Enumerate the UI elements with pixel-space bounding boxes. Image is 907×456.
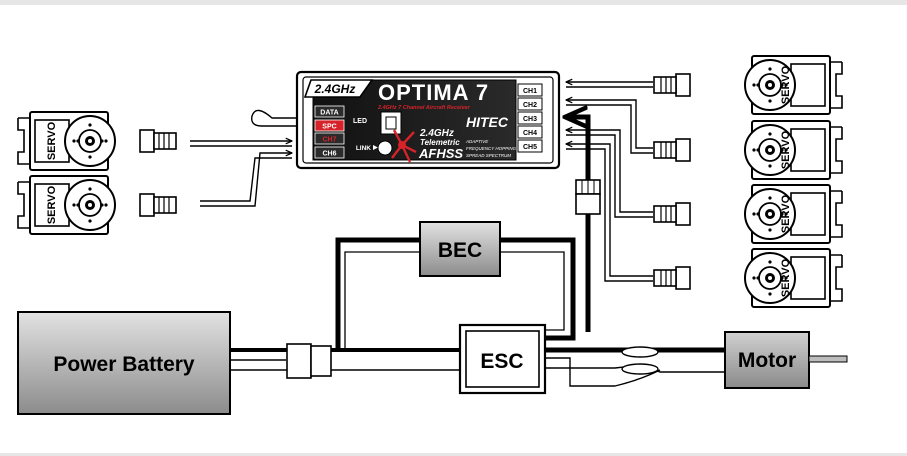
port-ch5: CH5 xyxy=(523,144,537,151)
port-ch4: CH4 xyxy=(523,130,537,137)
bottom-rule xyxy=(0,453,907,456)
link-button xyxy=(377,140,393,156)
port-spc: SPC xyxy=(322,124,336,131)
battery-plug xyxy=(286,343,332,379)
port-ch1: CH1 xyxy=(523,88,537,95)
afhss-sub-spread: SPREAD SPECTRUM xyxy=(466,153,511,158)
channel-ports: CH1 CH2 CH3 CH4 CH5 xyxy=(517,83,543,153)
bec-box: BEC xyxy=(419,221,501,277)
afhss-logo xyxy=(391,129,417,163)
servo-left-2: SERVO xyxy=(17,175,177,235)
servo-right-2: SERVO xyxy=(653,120,843,180)
port-ch2: CH2 xyxy=(523,102,537,109)
servo-right-4: SERVO xyxy=(653,248,843,308)
esc-lead-plug xyxy=(575,179,601,215)
motor-bullet-connectors xyxy=(621,346,659,375)
port-ch7: CH7 xyxy=(322,137,336,144)
port-ch3: CH3 xyxy=(523,116,537,123)
telemetric-label: Telemetric xyxy=(420,138,460,147)
servo-label: SERVO xyxy=(780,194,792,233)
receiver-subtitle: 2.4GHz 7 Channel Aircraft Receiver xyxy=(377,105,471,111)
servo-label: SERVO xyxy=(46,185,58,224)
motor-label: Motor xyxy=(738,349,796,372)
afhss-sub-frequency: FREQUENCY HOPPING xyxy=(466,146,517,151)
receiver-title: OPTIMA 7 xyxy=(378,80,489,105)
battery-box: Power Battery xyxy=(17,311,231,415)
wiring xyxy=(190,82,725,387)
afhss-label: AFHSS xyxy=(418,146,463,161)
telemetry-freq: 2.4GHz xyxy=(419,128,454,139)
battery-label: Power Battery xyxy=(53,353,195,376)
port-ch6: CH6 xyxy=(322,151,336,158)
motor-box: Motor xyxy=(724,331,848,389)
top-rule xyxy=(0,0,907,5)
bec-label: BEC xyxy=(438,239,482,262)
port-data: DATA xyxy=(320,110,338,117)
esc-label: ESC xyxy=(480,350,523,373)
hitec-logo: HITEC xyxy=(466,114,509,130)
link-label: LINK xyxy=(356,145,371,152)
servo-label: SERVO xyxy=(780,65,792,104)
afhss-sub-adaptive: ADAPTIVE xyxy=(465,139,489,144)
receiver-band-label: 2.4GHz xyxy=(314,82,356,96)
servo-right-1: SERVO xyxy=(653,55,843,115)
servo-label: SERVO xyxy=(780,130,792,169)
servo-right-3: SERVO xyxy=(653,184,843,244)
servo-left-1: SERVO xyxy=(17,111,177,171)
receiver: 2.4GHz OPTIMA 7 2.4GHz 7 Channel Aircraf… xyxy=(295,70,561,170)
servo-label: SERVO xyxy=(46,121,58,160)
servo-label: SERVO xyxy=(780,258,792,297)
esc-box: ESC xyxy=(458,323,547,395)
led-label: LED xyxy=(353,118,367,125)
